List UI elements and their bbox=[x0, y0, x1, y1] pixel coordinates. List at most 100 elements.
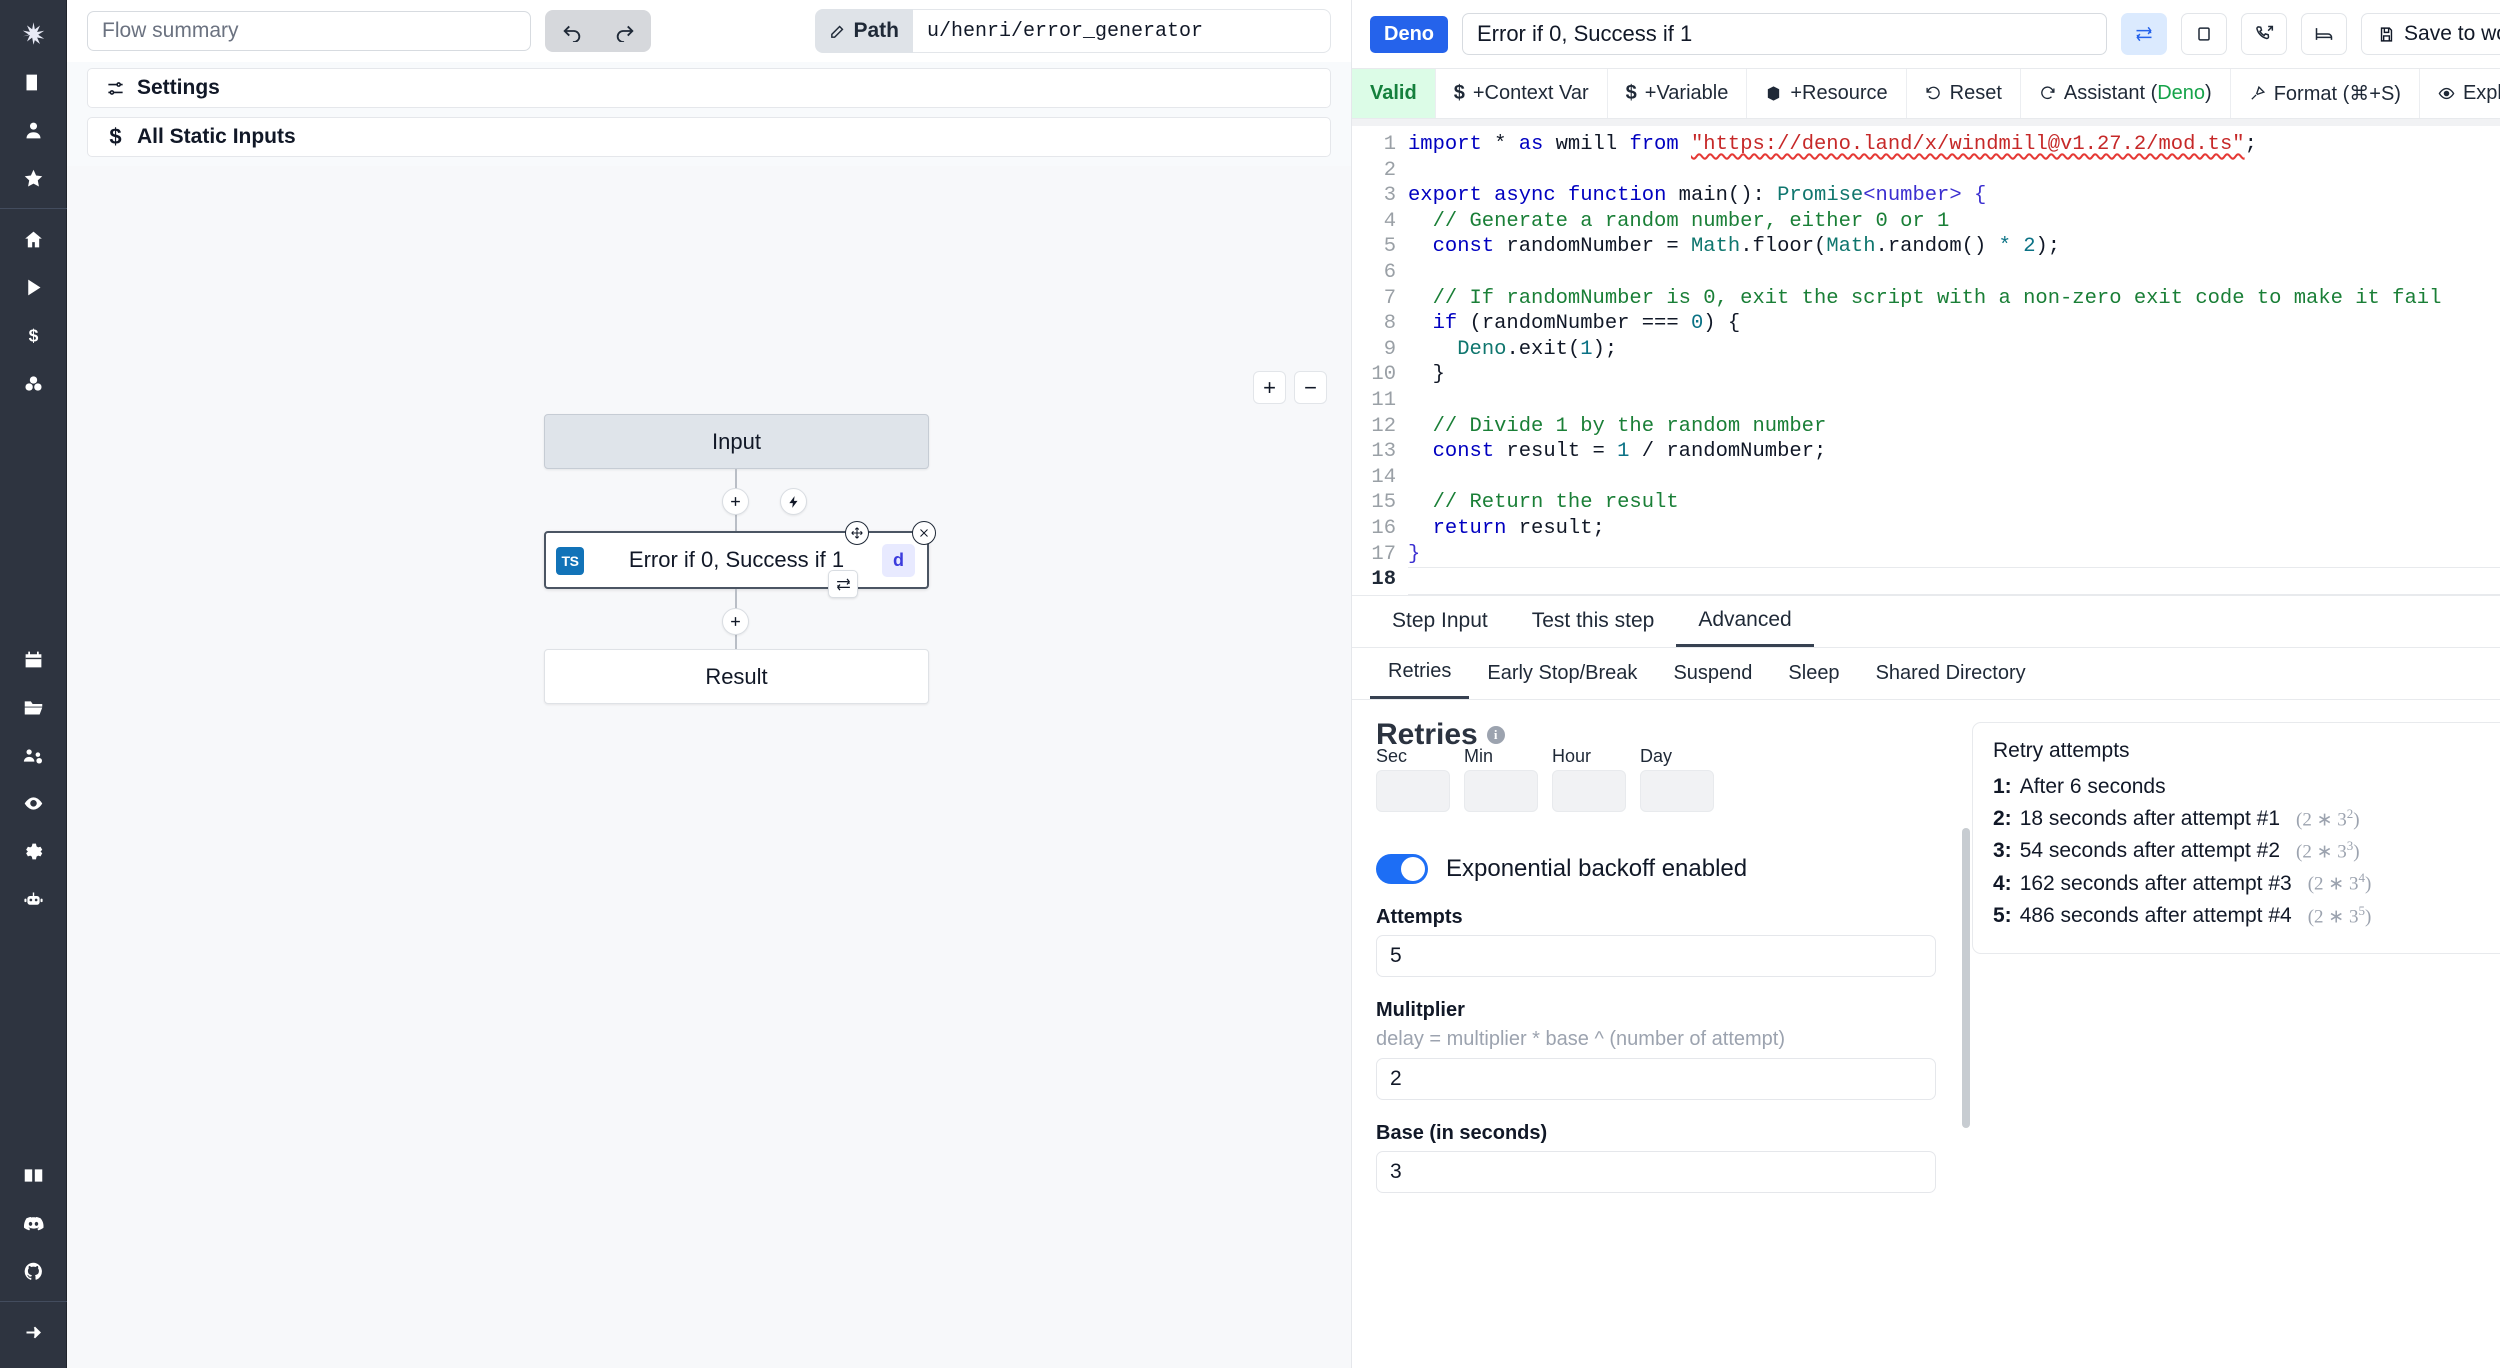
retry-icon bbox=[836, 577, 850, 591]
code-lines[interactable]: import * as wmill from "https://deno.lan… bbox=[1408, 126, 2500, 595]
code-line[interactable]: export async function main(): Promise<nu… bbox=[1408, 183, 2500, 209]
code-line[interactable] bbox=[1408, 260, 2500, 286]
duration-cell: Sec bbox=[1376, 746, 1450, 812]
sidebar-item-folders[interactable] bbox=[0, 683, 67, 731]
undo-button[interactable] bbox=[545, 10, 598, 52]
sidebar-item-audit-logs[interactable] bbox=[0, 779, 67, 827]
suspend-toggle-button[interactable] bbox=[2241, 13, 2288, 55]
multiplier-input[interactable] bbox=[1376, 1057, 1936, 1100]
code-line[interactable] bbox=[1408, 388, 2500, 414]
code-line[interactable]: } bbox=[1408, 542, 2500, 568]
retries-panel-scrollbar[interactable] bbox=[1962, 827, 1970, 1128]
flow-summary-input[interactable] bbox=[87, 11, 532, 51]
code-line[interactable]: return result; bbox=[1408, 516, 2500, 542]
move-node-handle[interactable] bbox=[845, 521, 869, 545]
step-name-input[interactable] bbox=[1462, 13, 2108, 55]
sidebar-item-groups[interactable] bbox=[0, 731, 67, 779]
subtab-early-stop-break[interactable]: Early Stop/Break bbox=[1487, 661, 1638, 684]
sidebar-item-discord[interactable] bbox=[0, 1199, 67, 1247]
sidebar-item-runs[interactable] bbox=[0, 263, 67, 311]
code-token: Promise bbox=[1777, 184, 1864, 208]
duration-input-min[interactable] bbox=[1464, 769, 1538, 812]
flow-settings-row[interactable]: Settings bbox=[87, 68, 1331, 108]
duration-input-day[interactable] bbox=[1640, 769, 1714, 812]
save-to-workspace-button[interactable]: Save to workspace bbox=[2361, 13, 2500, 55]
subtab-sleep[interactable]: Sleep bbox=[1788, 661, 1840, 684]
zoom-in-button[interactable]: + bbox=[1253, 371, 1286, 404]
code-line[interactable]: // Generate a random number, either 0 or… bbox=[1408, 209, 2500, 235]
line-number: 18 bbox=[1371, 568, 1396, 592]
flow-canvas[interactable]: + − Input TS Error if 0, Success if 1 d bbox=[67, 166, 1351, 1368]
sidebar-divider-bottom bbox=[0, 1301, 67, 1302]
code-line[interactable]: // Return the result bbox=[1408, 490, 2500, 516]
duration-input-sec[interactable] bbox=[1376, 769, 1450, 812]
tab-test-this-step[interactable]: Test this step bbox=[1531, 609, 1655, 633]
attempts-input[interactable] bbox=[1376, 934, 1936, 977]
save-icon bbox=[2380, 26, 2393, 42]
sidebar-item-schedules[interactable] bbox=[0, 635, 67, 683]
sidebar-item-workspace[interactable] bbox=[0, 58, 67, 106]
add-step-button-top[interactable] bbox=[722, 488, 749, 515]
sidebar-item-github[interactable] bbox=[0, 1247, 67, 1295]
sidebar-item-favorites[interactable] bbox=[0, 154, 67, 202]
code-line[interactable] bbox=[1408, 465, 2500, 491]
delete-node-button[interactable] bbox=[912, 521, 936, 545]
early-stop-toggle-button[interactable] bbox=[2181, 13, 2228, 55]
code-line[interactable]: } bbox=[1408, 362, 2500, 388]
duration-input-hour[interactable] bbox=[1552, 769, 1626, 812]
sidebar-item-home[interactable] bbox=[0, 215, 67, 263]
sidebar-item-variables[interactable]: $ bbox=[0, 311, 67, 359]
sidebar-item-user[interactable] bbox=[0, 106, 67, 154]
subtab-shared-directory[interactable]: Shared Directory bbox=[1875, 661, 2026, 684]
code-line[interactable] bbox=[1408, 158, 2500, 184]
tab-advanced[interactable]: Advanced bbox=[1676, 595, 1814, 648]
add-context-var-button[interactable]: $ +Context Var bbox=[1436, 69, 1608, 118]
base-field: Base (in seconds) bbox=[1376, 1122, 1976, 1193]
code-line[interactable] bbox=[1408, 567, 2500, 595]
redo-button[interactable] bbox=[598, 10, 651, 52]
path-value[interactable]: u/henri/error_generator bbox=[913, 9, 1331, 53]
tab-step-input[interactable]: Step Input bbox=[1392, 609, 1488, 633]
path-label[interactable]: Path bbox=[815, 9, 913, 53]
add-resource-button[interactable]: +Resource bbox=[1747, 69, 1907, 118]
flow-node-input[interactable]: Input bbox=[544, 414, 929, 469]
code-token: export bbox=[1408, 184, 1482, 208]
static-inputs-row[interactable]: $ All Static Inputs bbox=[87, 117, 1331, 157]
assistant-button[interactable]: Assistant (Deno) bbox=[2021, 69, 2231, 118]
code-token: .floor( bbox=[1740, 235, 1827, 259]
windmill-logo-icon[interactable] bbox=[0, 8, 67, 58]
code-line[interactable]: // If randomNumber is 0, exit the script… bbox=[1408, 286, 2500, 312]
flow-node-result[interactable]: Result bbox=[544, 649, 929, 704]
sleep-toggle-button[interactable] bbox=[2301, 13, 2348, 55]
info-icon[interactable]: i bbox=[1486, 725, 1505, 744]
sidebar-item-resources[interactable] bbox=[0, 359, 67, 407]
sidebar-item-workers[interactable] bbox=[0, 875, 67, 923]
subtab-retries[interactable]: Retries bbox=[1370, 647, 1470, 700]
resource-icon bbox=[1768, 86, 1780, 101]
code-line[interactable]: import * as wmill from "https://deno.lan… bbox=[1408, 132, 2500, 158]
reset-button[interactable]: Reset bbox=[1907, 69, 2021, 118]
exponential-backoff-toggle[interactable] bbox=[1376, 853, 1428, 884]
sidebar-item-docs[interactable] bbox=[0, 1151, 67, 1199]
code-line[interactable]: const randomNumber = Math.floor(Math.ran… bbox=[1408, 234, 2500, 260]
add-trigger-button[interactable] bbox=[780, 488, 807, 515]
code-line[interactable]: Deno.exit(1); bbox=[1408, 337, 2500, 363]
add-step-button-bottom[interactable] bbox=[722, 608, 749, 635]
explore-scripts-button[interactable]: Explore other s bbox=[2420, 69, 2500, 118]
code-line[interactable]: // Divide 1 by the random number bbox=[1408, 414, 2500, 440]
base-input[interactable] bbox=[1376, 1150, 1936, 1193]
add-variable-button[interactable]: $ +Variable bbox=[1608, 69, 1748, 118]
code-token: .exit( bbox=[1506, 337, 1581, 361]
code-line[interactable]: const result = 1 / randomNumber; bbox=[1408, 439, 2500, 465]
code-line[interactable]: if (randomNumber === 0) { bbox=[1408, 311, 2500, 337]
flow-node-step[interactable]: TS Error if 0, Success if 1 d bbox=[544, 531, 929, 589]
subtab-suspend[interactable]: Suspend bbox=[1673, 661, 1753, 684]
retry-toggle-button[interactable] bbox=[2121, 13, 2168, 55]
expand-sidebar-icon[interactable] bbox=[0, 1308, 67, 1356]
format-button[interactable]: Format (⌘+S) bbox=[2231, 69, 2420, 118]
zoom-out-button[interactable]: − bbox=[1294, 371, 1327, 404]
sidebar-item-settings[interactable] bbox=[0, 827, 67, 875]
node-retry-badge[interactable] bbox=[828, 570, 858, 598]
